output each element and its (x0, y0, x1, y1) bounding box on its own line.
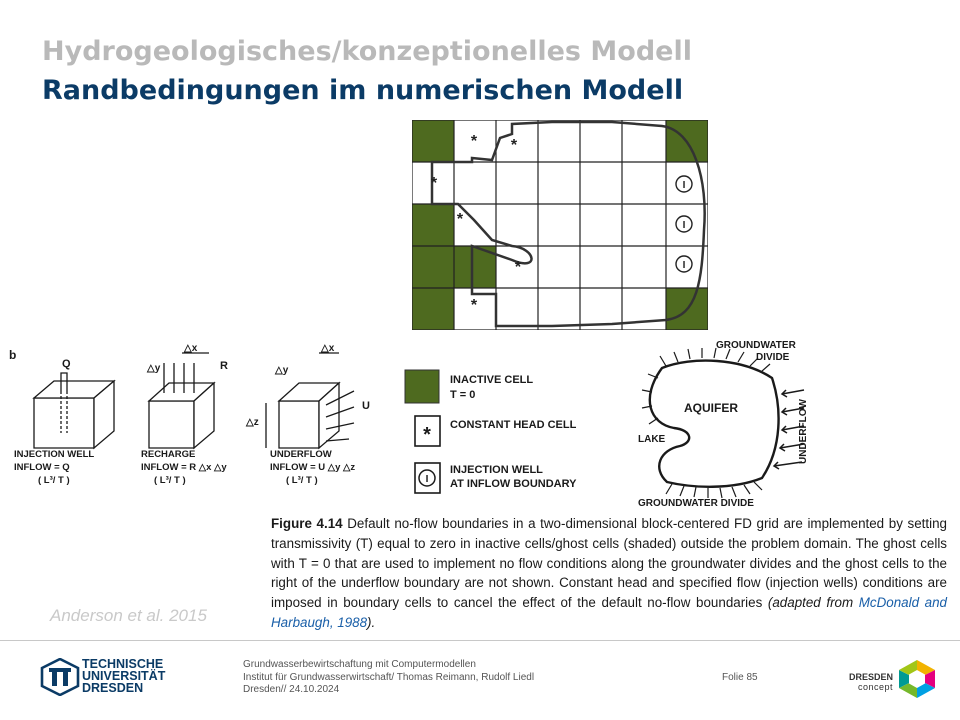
fd-grid-figure: I I I * * * * * * (412, 120, 708, 330)
legend: * I INACTIVE CELL T = 0 CONSTANT HEAD CE… (404, 369, 577, 494)
injection-symbol: I (426, 474, 429, 485)
lake-label: LAKE (638, 434, 666, 445)
svg-text:*: * (511, 137, 518, 154)
injection-title: INJECTION WELL (14, 449, 94, 460)
underflow-block (265, 352, 355, 450)
legend-inactive-line1: INACTIVE CELL (450, 374, 533, 386)
divide-top-line1: GROUNDWATER (716, 340, 797, 351)
dd-line2: concept (857, 682, 893, 692)
underflow-dy: △y (274, 365, 289, 376)
injection-block (32, 372, 116, 450)
legend-injection-line1: INJECTION WELL (450, 464, 543, 476)
caption-figure-label: Figure 4.14 (271, 516, 343, 531)
legend-inactive-line2: T = 0 (450, 389, 475, 401)
tud-line2: UNIVERSITÄT (82, 669, 166, 683)
legend-injection-line2: AT INFLOW BOUNDARY (450, 478, 577, 490)
constant-head-swatch (414, 415, 441, 447)
tud-line1: TECHNISCHE (82, 657, 164, 671)
recharge-unit: ( L³/ T ) (154, 475, 186, 486)
footer-institute: Institut für Grundwasserwirtschaft/ Thom… (243, 671, 535, 683)
source-citation: Anderson et al. 2015 (50, 606, 207, 625)
dresden-concept-text: DRESDEN concept (845, 672, 893, 692)
injection-q-label: Q (62, 358, 71, 370)
caption-adapted-close: ). (367, 614, 376, 630)
underflow-title: UNDERFLOW (270, 449, 332, 460)
divide-top-line2: DIVIDE (756, 352, 790, 363)
injection-unit: ( L³/ T ) (38, 475, 70, 486)
tud-line3: DRESDEN (82, 681, 144, 695)
underflow-inflow: INFLOW = U △y △z (270, 462, 355, 473)
tud-logo-icon (40, 658, 80, 696)
footer-divider (0, 640, 960, 641)
slide-number: Folie 85 (722, 672, 758, 683)
dresden-concept-logo-icon (899, 660, 935, 698)
boundary-types-figure: b Q INJECTION WELL INFLOW = Q ( L³/ T ) … (9, 343, 370, 486)
underflow-u: U (362, 400, 370, 412)
footer-date: Dresden// 24.10.2024 (243, 684, 340, 695)
caption-reference-link[interactable]: McDonald and Harbaugh, 1988 (271, 595, 947, 630)
aquifer-label: AQUIFER (684, 401, 738, 415)
footer-info: Grundwasserbewirtschaftung mit Computerm… (243, 659, 534, 697)
underflow-dx: △x (320, 343, 335, 354)
svg-text:I: I (683, 220, 686, 231)
aquifer-map: GROUNDWATER DIVIDE AQUIFER LAKE UNDERFLO… (638, 340, 809, 509)
recharge-r: R (220, 360, 228, 372)
inactive-cell-swatch (404, 369, 440, 404)
star-icon: * (423, 424, 431, 446)
caption-text: Default no-flow boundaries in a two-dime… (271, 516, 947, 611)
svg-text:*: * (457, 211, 464, 228)
footer-course: Grundwasserbewirtschaftung mit Computerm… (243, 659, 476, 670)
divide-bottom-label: GROUNDWATER DIVIDE (638, 498, 754, 509)
injection-inflow: INFLOW = Q (14, 462, 70, 473)
underflow-unit: ( L³/ T ) (286, 475, 318, 486)
svg-text:*: * (431, 175, 438, 192)
svg-text:I: I (683, 180, 686, 191)
tud-logo-text: TECHNISCHE UNIVERSITÄT DRESDEN (82, 657, 166, 695)
recharge-dx: △x (183, 343, 198, 354)
inactive-cells (412, 120, 708, 330)
panel-label: b (9, 348, 16, 362)
injection-well-icon (418, 469, 436, 487)
svg-text:*: * (515, 259, 522, 276)
slide-title-main: Hydrogeologisches/konzeptionelles Modell (42, 36, 692, 67)
svg-text:*: * (471, 133, 478, 150)
recharge-block (147, 352, 216, 450)
svg-text:*: * (471, 297, 478, 314)
figure-caption: Figure 4.14 Default no-flow boundaries i… (271, 514, 947, 633)
svg-text:I: I (683, 260, 686, 271)
recharge-title: RECHARGE (141, 449, 195, 460)
dd-line1: DRESDEN (848, 672, 893, 682)
recharge-inflow: INFLOW = R △x △y (141, 462, 227, 473)
slide-title-sub: Randbedingungen im numerischen Modell (42, 75, 684, 106)
aquifer-boundary (648, 359, 780, 488)
underflow-label: UNDERFLOW (798, 398, 809, 464)
caption-adapted-open: (adapted from (767, 595, 859, 611)
underflow-dz: △z (245, 417, 259, 428)
recharge-dy: △y (146, 363, 161, 374)
legend-constant-head: CONSTANT HEAD CELL (450, 419, 577, 431)
